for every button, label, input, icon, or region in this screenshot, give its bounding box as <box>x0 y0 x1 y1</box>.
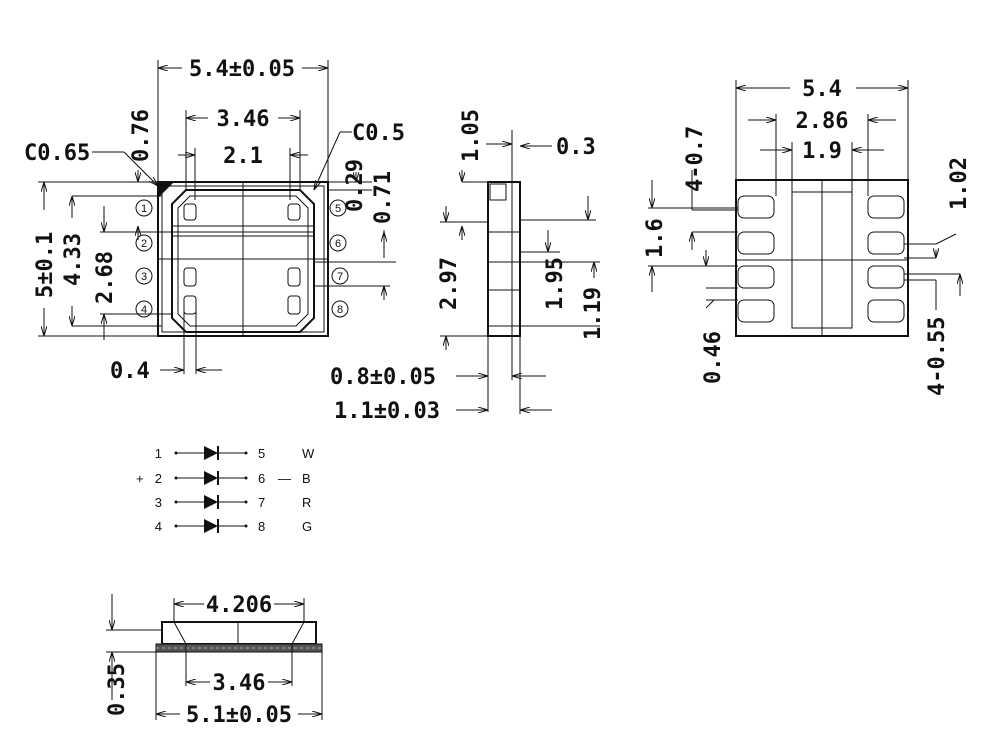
pad-3 <box>737 265 775 289</box>
side-view-body <box>487 181 521 337</box>
dim-03: 0.3 <box>556 135 596 160</box>
pad-1 <box>737 195 775 219</box>
led-color: G <box>302 519 312 534</box>
cathode-pin: 6 <box>258 471 265 486</box>
dim-center-width: 2.1 <box>223 144 263 169</box>
pad-8 <box>867 299 905 323</box>
cathode-pin: 5 <box>258 446 265 461</box>
pin-marker-5 <box>329 199 347 217</box>
top-view: 1 2 3 4 5 6 7 8 5.4±0.05 3.46 2.1 C0.65 … <box>24 57 405 384</box>
dim-top-width: 4.206 <box>206 593 272 618</box>
side-view: 1.05 0.3 2.97 1.95 1.19 0.8±0.05 1.1±0.0… <box>330 109 606 424</box>
dim-119: 1.19 <box>581 287 606 340</box>
dim-4-055: 4-0.55 <box>925 317 950 396</box>
dim-071: 0.71 <box>371 171 396 224</box>
bottom-view: 5.4 2.86 1.9 4-0.7 1.6 1.02 <box>643 77 972 396</box>
pin-marker-2 <box>135 234 153 252</box>
led-color: W <box>302 446 315 461</box>
dim-inner-width: 3.46 <box>217 107 270 132</box>
pin-marker-8 <box>331 300 349 318</box>
led-color: B <box>302 471 311 486</box>
diode-icon <box>204 519 218 533</box>
pin-label: 2 <box>141 238 147 250</box>
dim-029: 0.29 <box>343 159 368 212</box>
pin-label: 4 <box>141 304 147 316</box>
pad-7 <box>867 265 905 289</box>
top-view-cavity <box>171 189 315 333</box>
schematic-row-b: + 2 6 — B <box>136 471 311 486</box>
led-color: R <box>302 495 311 510</box>
dim-076: 0.76 <box>129 109 154 162</box>
cathode-pin: 8 <box>258 519 265 534</box>
schematic-row-w: 1 5 W <box>155 446 315 461</box>
dim-286: 2.86 <box>796 109 849 134</box>
pin-label: 1 <box>141 203 147 215</box>
dim-inner-width: 3.46 <box>213 671 266 696</box>
dim-height-total: 5±0.1 <box>33 232 58 298</box>
dim-bottom-width: 5.4 <box>802 77 842 102</box>
dim-chamfer-left: C0.65 <box>24 141 90 166</box>
dim-chamfer-right: C0.5 <box>352 121 405 146</box>
dim-11: 1.1±0.03 <box>334 399 440 424</box>
dim-04: 0.4 <box>110 359 150 384</box>
anode-pin: 4 <box>155 519 162 534</box>
anode-pin: 1 <box>155 446 162 461</box>
dim-195: 1.95 <box>543 257 568 310</box>
dim-297: 2.97 <box>437 257 462 310</box>
pin-label: 8 <box>337 304 343 316</box>
dim-046: 0.46 <box>701 331 726 384</box>
pad-5 <box>867 195 905 219</box>
dim-16: 1.6 <box>643 218 668 258</box>
pad-6 <box>867 231 905 255</box>
dim-19: 1.9 <box>802 139 842 164</box>
pin-label: 6 <box>335 238 341 250</box>
diode-icon <box>204 446 218 460</box>
front-view: 4.206 3.46 5.1±0.05 0.35 <box>105 593 323 728</box>
pin-label: 5 <box>335 203 341 215</box>
pin-schematic: 1 5 W + 2 6 — B 3 7 <box>136 446 315 534</box>
thermal-pad <box>791 191 853 329</box>
diode-icon <box>204 471 218 485</box>
dim-height-433: 4.33 <box>61 233 86 286</box>
dim-top-width: 5.4±0.05 <box>189 57 295 82</box>
pin-marker-4 <box>135 300 153 318</box>
anode-pin: 2 <box>155 471 162 486</box>
pin-marker-1 <box>135 199 153 217</box>
pin-marker-6 <box>329 234 347 252</box>
pin-marker-3 <box>135 267 153 285</box>
dim-08: 0.8±0.05 <box>330 365 436 390</box>
dim-base-width: 5.1±0.05 <box>186 703 292 728</box>
dim-102: 1.02 <box>947 157 972 210</box>
pad-2 <box>737 231 775 255</box>
dim-height-268: 2.68 <box>93 251 118 304</box>
schematic-row-g: 4 8 G <box>155 519 312 534</box>
anode-pin: 3 <box>155 495 162 510</box>
dim-4-07: 4-0.7 <box>683 126 708 192</box>
pin-label: 7 <box>337 271 343 283</box>
pad-4 <box>737 299 775 323</box>
diode-icon <box>204 495 218 509</box>
schematic-row-r: 3 7 R <box>155 495 311 510</box>
dim-105: 1.05 <box>459 109 484 162</box>
pin-label: 3 <box>141 271 147 283</box>
front-view-lens <box>161 621 317 645</box>
plus-sign: + <box>136 471 144 486</box>
minus-sign: — <box>278 471 291 486</box>
pin-marker-7 <box>331 267 349 285</box>
cathode-pin: 7 <box>258 495 265 510</box>
dim-height: 0.35 <box>105 663 130 716</box>
